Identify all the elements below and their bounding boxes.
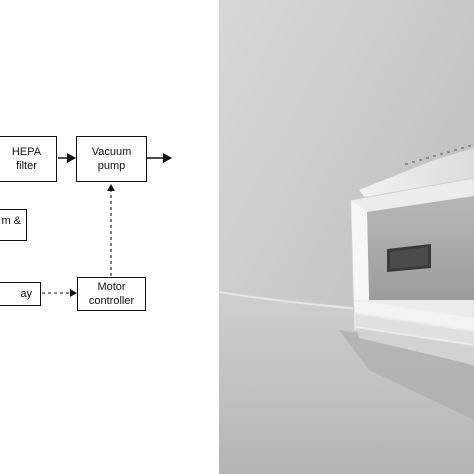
vacuum-pump-label-line2: pump [97, 160, 126, 172]
hepa-filter-box: HEPA filter [0, 136, 57, 182]
block-diagram: HEPA filter Vacuum pump m & ay Motor con… [0, 0, 218, 474]
display-label: ay [20, 288, 32, 300]
alarm-label-line1: m & [1, 215, 21, 227]
display-box: ay [0, 282, 41, 306]
diagram-connectors [42, 153, 172, 297]
vacuum-pump-label-line1: Vacuum [91, 146, 132, 158]
device-photo [219, 0, 474, 474]
motor-controller-label-line1: Motor [97, 281, 126, 293]
motor-controller-label-line2: controller [88, 295, 135, 307]
alarm-box: m & [0, 209, 27, 241]
hepa-filter-label-line2: filter [16, 160, 37, 172]
hepa-filter-label-line1: HEPA [11, 146, 42, 158]
vent-slots [405, 145, 471, 165]
device-photo-illustration [219, 0, 474, 474]
vacuum-pump-box: Vacuum pump [76, 136, 147, 182]
motor-controller-box: Motor controller [77, 277, 146, 311]
